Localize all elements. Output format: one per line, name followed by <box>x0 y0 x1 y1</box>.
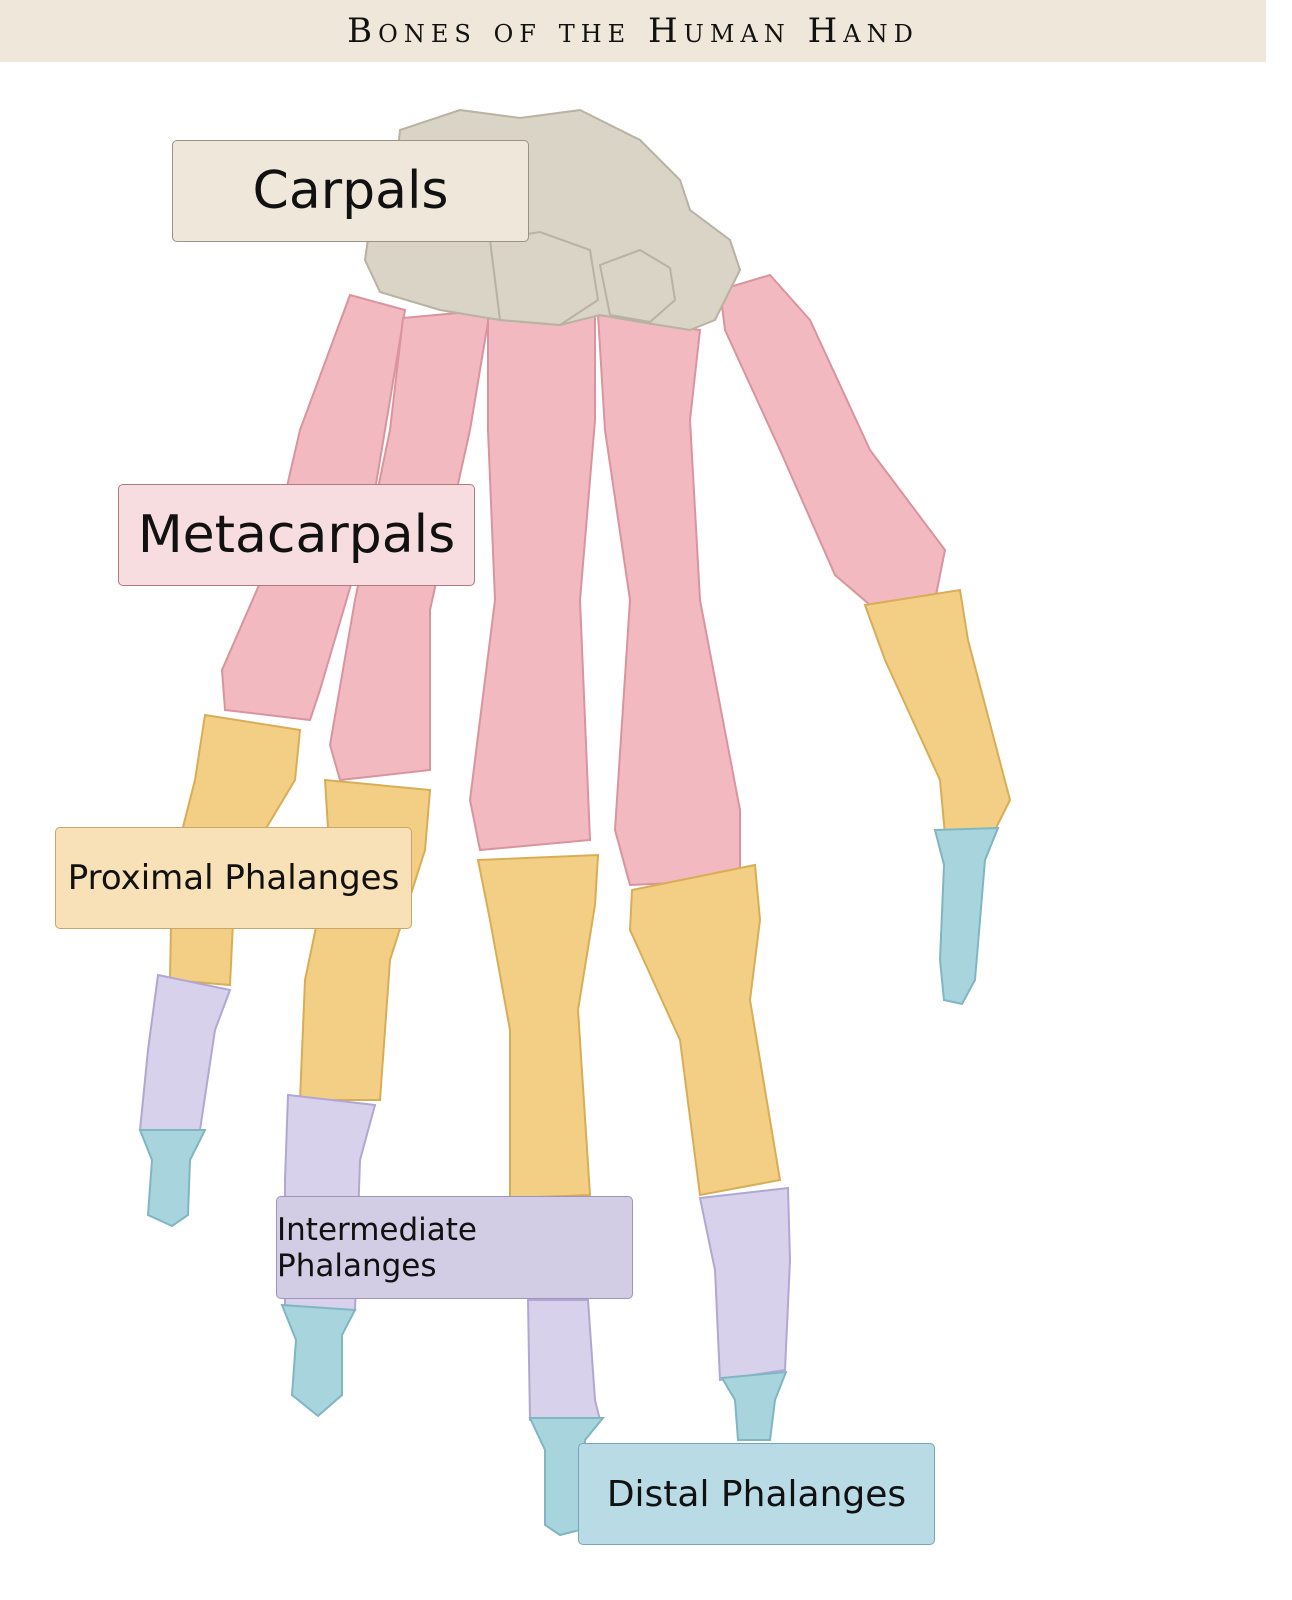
intermediate-middle <box>526 1299 602 1421</box>
page-title: Bones of the Human Hand <box>347 11 919 51</box>
distal-phalanges <box>138 826 1000 1537</box>
proximal-thumb <box>863 588 1012 837</box>
intermediate-little <box>138 973 232 1131</box>
distal-index <box>720 1370 788 1441</box>
carpal-bone <box>488 230 600 327</box>
proximal-index <box>628 863 782 1197</box>
carpal-bone <box>598 248 677 324</box>
metacarpal-thumb <box>718 273 947 607</box>
distal-thumb <box>933 826 1000 1006</box>
label-proximal-phalanges: Proximal Phalanges <box>55 827 412 929</box>
title-bar <box>0 0 1266 62</box>
proximal-middle <box>476 853 600 1200</box>
metacarpal-middle <box>468 303 596 852</box>
label-carpals: Carpals <box>172 140 529 242</box>
intermediate-index <box>698 1186 792 1382</box>
distal-ring <box>280 1303 357 1418</box>
label-metacarpals: Metacarpals <box>118 484 475 586</box>
metacarpal-index <box>596 313 741 887</box>
label-distal-phalanges: Distal Phalanges <box>578 1443 935 1545</box>
label-intermediate-phalanges: Intermediate Phalanges <box>276 1196 633 1299</box>
distal-little <box>138 1129 207 1228</box>
distal-middle <box>528 1417 606 1537</box>
